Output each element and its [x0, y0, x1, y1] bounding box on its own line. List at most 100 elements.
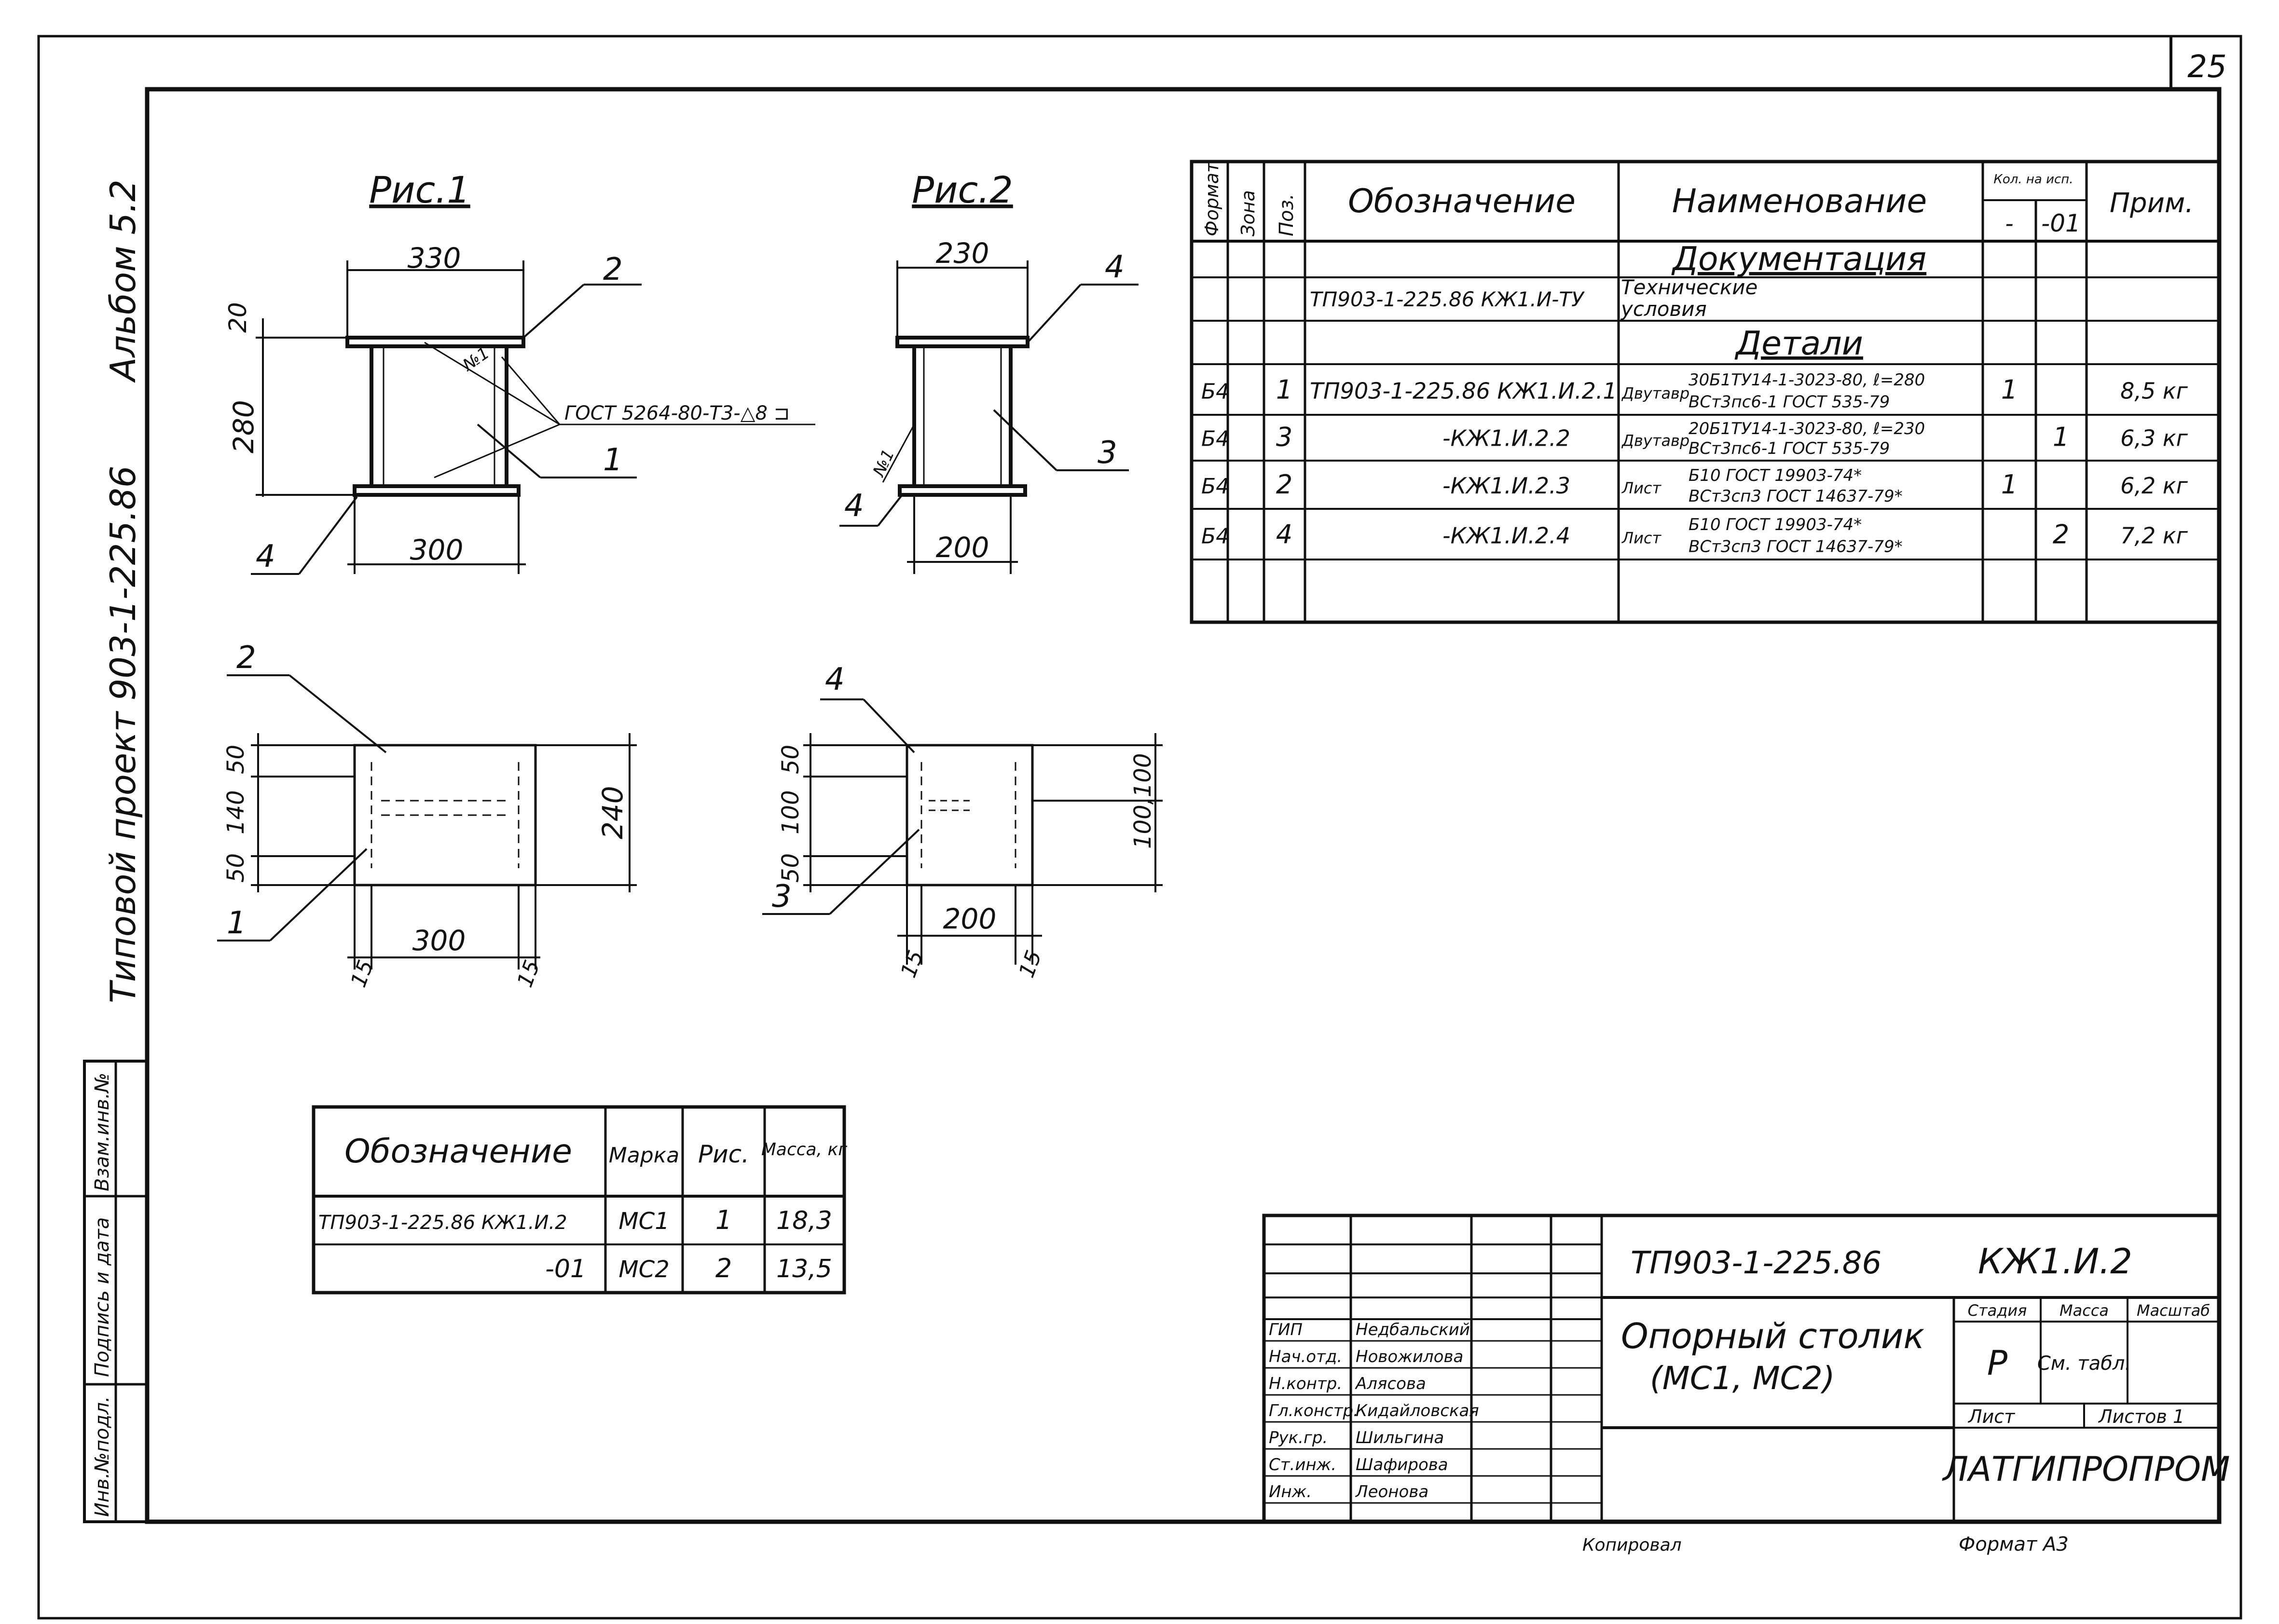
fig1-callout-2: 2 [603, 252, 623, 287]
project-label: Типовой проект 903-1-225.86 [103, 465, 143, 1003]
outer-frame [37, 35, 2242, 1620]
spec-h-note: Прим. [2110, 188, 2194, 219]
spec-h-zone: Зона [1237, 190, 1259, 236]
fig1-weld-note: ГОСТ 5264-80-Т3-△8 ⊐ [564, 402, 790, 424]
fig1-plan-300: 300 [412, 924, 466, 957]
spec-row-designation: -КЖ1.И.2.2 [1442, 425, 1570, 451]
tb-title-2: (МС1, МС2) [1650, 1360, 1835, 1397]
spec-row-prefix: Двутавр [1621, 432, 1689, 450]
staff-role: Гл.констр. [1269, 1401, 1359, 1420]
fig1-dim-280: 280 [227, 400, 260, 453]
fig2-callout-4: 4 [1105, 249, 1125, 285]
tb-stage-label: Стадия [1968, 1301, 2027, 1320]
spec-row-qty: 1 [2001, 469, 2018, 500]
spec-row-line1: Б10 ГОСТ 19903-74* [1689, 515, 1862, 534]
spec-row-note: 6,3 кг [2120, 425, 2188, 451]
spec-h-01: -01 [2041, 209, 2081, 237]
figure-1: Рис.1 330 20 280 300 2 1 4 [217, 168, 815, 991]
spec-row-pos: 4 [1276, 519, 1292, 549]
fig1-plan-50b: 50 [222, 853, 249, 883]
mark-row-designation: ТП903-1-225.86 КЖ1.И.2 [318, 1212, 567, 1234]
tb-org: ЛАТГИПРОПРОМ [1942, 1449, 2230, 1489]
mark-h-designation: Обозначение [344, 1133, 572, 1171]
mark-h-mass: Масса, кг [761, 1140, 848, 1160]
spec-row-designation: ТП903-1-225.86 КЖ1.И.2.1 [1310, 378, 1617, 404]
fig1-dim-20: 20 [224, 302, 252, 333]
staff-role: Ст.инж. [1269, 1455, 1336, 1474]
spec-row-line1: 30Б1ТУ14-1-3023-80, ℓ=280 [1689, 370, 1925, 390]
fig2-plan-50b: 50 [777, 853, 804, 883]
mark-row-mark: МС1 [618, 1208, 669, 1235]
fig1-callout-1: 1 [603, 442, 623, 478]
tb-sheets-label: Листов 1 [2098, 1406, 2184, 1427]
spec-h-name: Наименование [1672, 182, 1927, 220]
fig2-weld-small: №1 [869, 446, 898, 480]
spec-row-format: Б4 [1201, 474, 1229, 499]
fig1-bottom-plate [353, 484, 521, 497]
spec-row-pos: 2 [1276, 469, 1292, 500]
spec-h-dash: - [2005, 210, 2013, 237]
mark-table: Обозначение Марка Рис. Масса, кг ТП903-1… [312, 1105, 848, 1295]
tb-code: ТП903-1-225.86 [1631, 1245, 1881, 1281]
fig2-edge-15b: 15 [1014, 947, 1046, 981]
staff-role: Нач.отд. [1269, 1347, 1342, 1366]
fig1-dim-330: 330 [408, 242, 461, 274]
spec-row-prefix: Лист [1621, 479, 1661, 497]
fig1-callout-4: 4 [256, 539, 275, 574]
strip-inv: Инв.№подл. [91, 1396, 113, 1517]
mark-row-fig: 2 [715, 1253, 732, 1283]
fig1-plan-rect [353, 744, 537, 887]
fig1-plan-50a: 50 [222, 745, 249, 774]
fig2-plan-100: 100 [777, 790, 804, 834]
fig2-plan-50a: 50 [777, 745, 804, 774]
mark-row-designation: -01 [545, 1255, 586, 1283]
spec-row-line2: ВСт3сп3 ГОСТ 14637-79* [1689, 487, 1903, 506]
spec-doc-designation: ТП903-1-225.86 КЖ1.И-ТУ [1310, 287, 1585, 311]
tb-mass: См. табл. [2037, 1352, 2131, 1375]
spec-row-format: Б4 [1201, 524, 1229, 548]
spec-row-qty01: 1 [2053, 422, 2069, 452]
staff-role: Н.контр. [1269, 1374, 1342, 1393]
spec-row-line1: 20Б1ТУ14-1-3023-80, ℓ=230 [1689, 419, 1925, 438]
fig1-plan-callout-1: 1 [227, 905, 247, 941]
tb-scale-label: Масштаб [2137, 1301, 2210, 1320]
footer-copied: Копировал [1582, 1535, 1682, 1555]
fig2-dim-230: 230 [936, 237, 989, 270]
fig1-plan-callout-2: 2 [236, 640, 256, 676]
spec-row-prefix: Двутавр [1621, 384, 1689, 402]
mark-h-fig: Рис. [698, 1140, 749, 1168]
fig2-dim-200: 200 [936, 531, 989, 564]
spec-row-qty01: 2 [2053, 519, 2069, 549]
spec-section-docs: Документация [1671, 240, 1926, 278]
mark-row-mark: МС2 [618, 1256, 669, 1283]
tb-title-1: Опорный столик [1621, 1316, 1924, 1356]
figure-2: Рис.2 230 200 4 3 4 №1 [762, 168, 1163, 981]
staff-name: Кидайловская [1356, 1401, 1479, 1420]
spec-doc-name1: Технические [1621, 275, 1757, 299]
fig2-bottom-flange [898, 484, 1027, 497]
fig2-plan-rect [906, 744, 1034, 887]
spec-row-format: Б4 [1201, 427, 1229, 451]
fig2-plan-callout-4: 4 [825, 662, 845, 697]
inner-frame [145, 87, 2222, 1524]
mark-row-mass: 13,5 [776, 1255, 832, 1283]
spec-h-pos: Поз. [1276, 193, 1298, 236]
footer-format: Формат А3 [1959, 1533, 2069, 1556]
fig1-title: Рис.1 [369, 168, 470, 211]
staff-role: Рук.гр. [1269, 1428, 1328, 1447]
mark-h-mark: Марка [609, 1143, 679, 1168]
page-number: 25 [2187, 49, 2226, 85]
fig1-edge-15b: 15 [512, 957, 545, 991]
spec-row-pos: 1 [1276, 374, 1292, 405]
fig1-plan-240: 240 [596, 786, 629, 839]
staff-name: Недбальский [1356, 1320, 1470, 1339]
tb-sheet-label: Лист [1967, 1406, 2016, 1427]
fig2-plan-right: 100,100 [1129, 753, 1156, 849]
spec-row-qty: 1 [2001, 374, 2018, 405]
spec-row-line2: ВСт3пс6-1 ГОСТ 535-79 [1689, 392, 1890, 411]
mark-row-fig: 1 [715, 1205, 732, 1235]
